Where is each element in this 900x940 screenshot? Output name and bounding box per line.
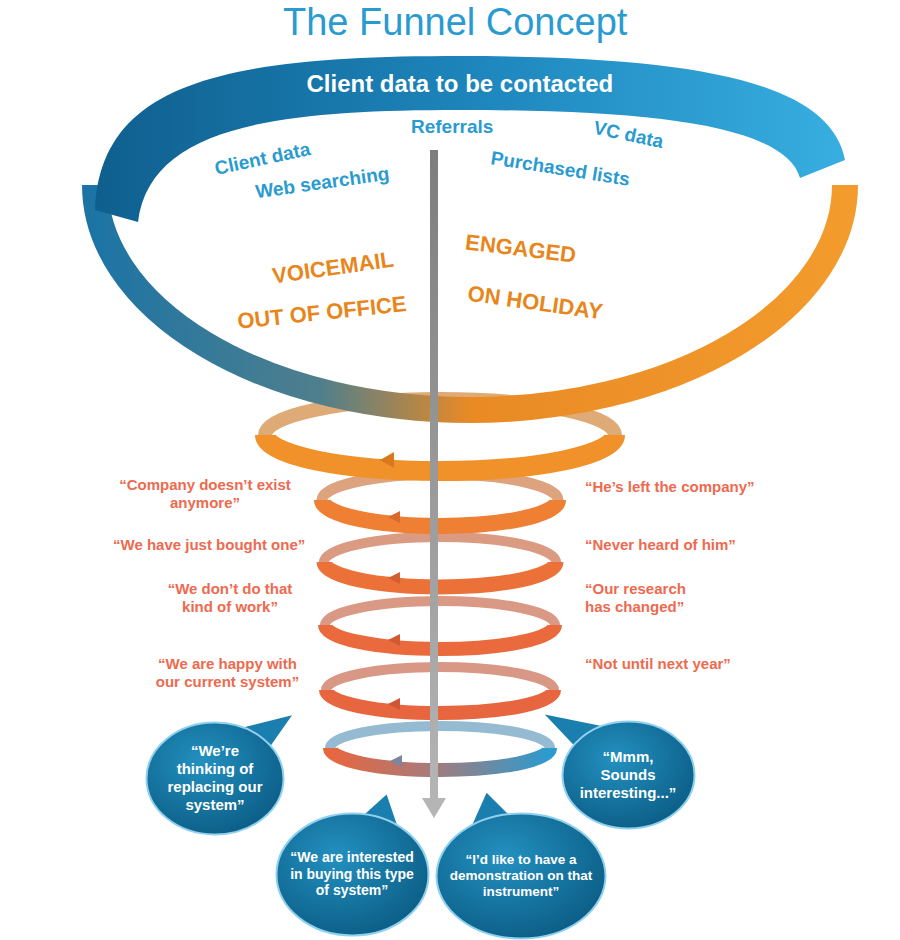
speech-bubble: “We’re thinking of replacing our system” (145, 721, 285, 836)
status-label: OUT OF OFFICE (236, 291, 408, 335)
objection-quote: “We don’t do that kind of work” (155, 580, 305, 616)
objection-quote: “We are happy with our current system” (150, 655, 305, 691)
coil-front (95, 185, 845, 410)
bubble-text-block: “I’d like to have a demonstration on tha… (446, 852, 596, 901)
bubble-text-block: “We are interested in buying this type o… (290, 849, 414, 899)
bubble-text-block: “Mmm, Sounds interesting...” (578, 748, 678, 802)
diagram-title: The Funnel Concept (283, 0, 627, 46)
status-label: VOICEMAIL (271, 247, 396, 290)
top-band (95, 56, 845, 222)
objection-quote: “Not until next year” (585, 655, 731, 673)
objection-quote: “Never heard of him” (585, 536, 736, 554)
objection-quote: “Our research has changed” (585, 580, 705, 616)
speech-bubble: “We are interested in buying this type o… (275, 812, 430, 937)
source-label: Purchased lists (489, 147, 631, 191)
bubble-outline (562, 722, 694, 829)
status-label: ON HOLIDAY (466, 281, 604, 326)
coil-arrowheads (380, 452, 402, 767)
band-label: Client data to be contacted (307, 70, 614, 99)
bubble-text-block: “We’re thinking of replacing our system” (163, 742, 267, 814)
status-label: ENGAGED (463, 229, 577, 269)
source-label: Client data (212, 138, 312, 180)
bubble-outline (147, 722, 284, 834)
objection-quote: “He’s left the company” (585, 478, 754, 496)
bubble-outline (276, 813, 428, 935)
source-label: VC data (591, 117, 665, 154)
source-label: Web searching (254, 163, 391, 204)
coil-back (265, 399, 615, 748)
speech-bubble: “I’d like to have a demonstration on tha… (435, 812, 607, 940)
source-label: Referrals (411, 116, 493, 139)
bubble-text: “We’re thinking of replacing our system” (163, 742, 267, 814)
center-arrow (422, 150, 446, 818)
bubble-text: “I’d like to have a demonstration on tha… (446, 852, 596, 901)
objection-quote: “Company doesn’t exist anymore” (105, 476, 305, 512)
bubble-text: “Mmm, Sounds interesting...” (578, 748, 678, 802)
coil-front (265, 435, 615, 770)
objection-quote: “We have just bought one” (113, 536, 305, 554)
bubble-text: “We are interested in buying this type o… (290, 849, 414, 899)
bubble-outline (437, 814, 606, 939)
speech-bubble: “Mmm, Sounds interesting...” (561, 720, 696, 830)
